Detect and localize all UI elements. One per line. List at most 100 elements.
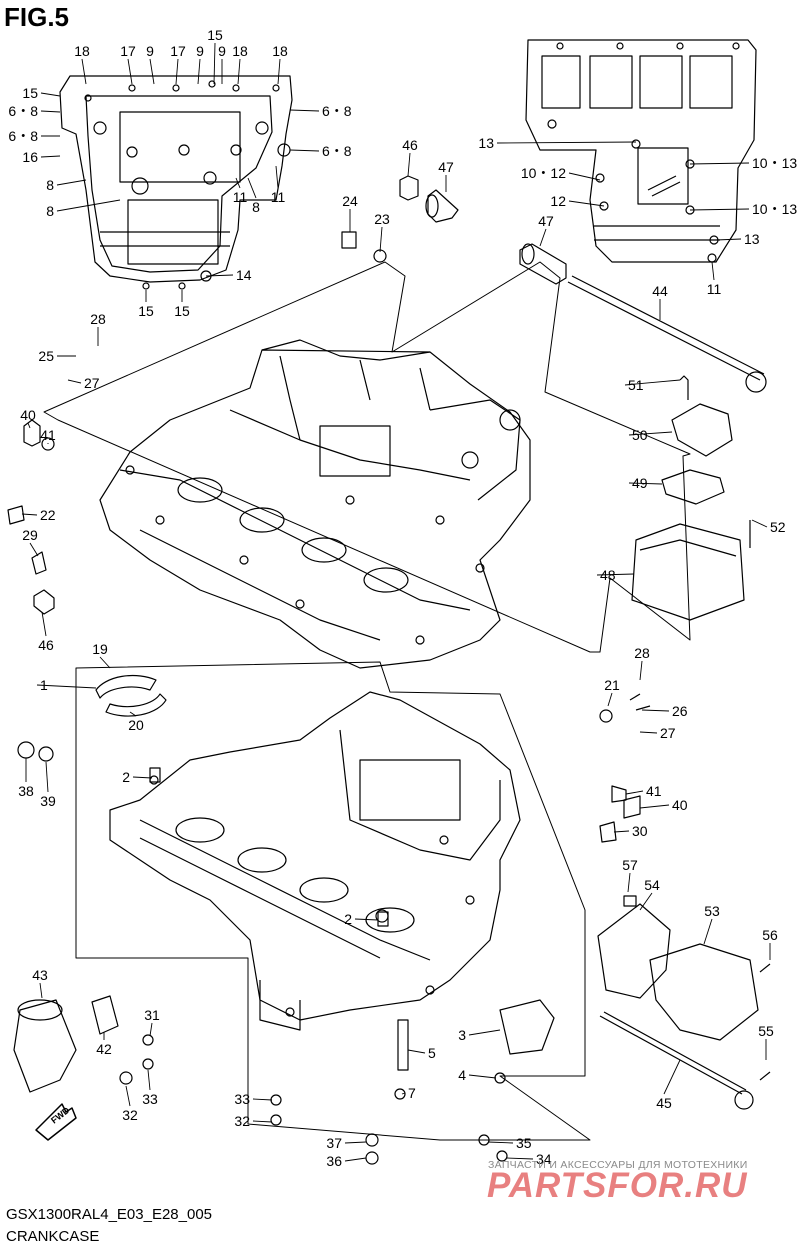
callout-label: 54 <box>644 877 660 893</box>
callout-leader-line <box>67 379 82 384</box>
callout-leader-line <box>628 431 673 436</box>
callout-label: 26 <box>672 703 688 719</box>
callout-label: 2 <box>344 911 352 927</box>
callout-label: 42 <box>96 1041 112 1057</box>
callout-label: 4 <box>458 1067 466 1083</box>
callout-leader-line <box>40 92 61 97</box>
callout-label: 18 <box>74 43 90 59</box>
callout-leader-line <box>354 918 379 921</box>
callout-label: 24 <box>342 193 358 209</box>
upper-frame <box>43 261 691 653</box>
callout-label: 53 <box>704 903 720 919</box>
callout-leader-line <box>663 1059 681 1095</box>
callout-leader-line <box>407 152 411 177</box>
upper-crankcase <box>99 339 531 669</box>
callout-label: 40 <box>672 797 688 813</box>
callout-leader-line <box>235 177 241 189</box>
callout-label: 35 <box>516 1135 532 1151</box>
callout-label: 44 <box>652 283 668 299</box>
lower-crankcase <box>109 691 521 1031</box>
callout-label: 18 <box>272 43 288 59</box>
callout-leader-line <box>39 982 43 999</box>
callout-label: 21 <box>604 677 620 693</box>
callout-leader-line <box>568 200 605 207</box>
callout-label: 17 <box>120 43 136 59</box>
callout-leader-line <box>624 379 681 386</box>
callout-leader-line <box>344 1141 367 1144</box>
callout-leader-line <box>252 1120 273 1123</box>
figure-title: FIG.5 <box>4 2 70 32</box>
callout-label: 47 <box>438 159 454 175</box>
callout-label: 45 <box>656 1095 672 1111</box>
callout-leader-line <box>715 238 742 241</box>
fwd-arrow-icon <box>35 1103 77 1141</box>
callout-label: 10・13 <box>752 155 797 171</box>
callout-label: 47 <box>538 213 554 229</box>
callout-leader-line <box>639 660 643 681</box>
callout-leader-line <box>711 261 715 281</box>
callout-label: 12 <box>550 193 566 209</box>
callout-leader-line <box>689 208 750 211</box>
callout-label: 46 <box>38 637 54 653</box>
callout-label: 55 <box>758 1023 774 1039</box>
callout-leader-line <box>29 542 39 557</box>
callout-label: 38 <box>18 783 34 799</box>
callout-label: 36 <box>326 1153 342 1169</box>
callout-label: 29 <box>22 527 38 543</box>
callout-label: 33 <box>142 1091 158 1107</box>
callout-leader-line <box>539 228 547 247</box>
callout-leader-line <box>213 42 216 85</box>
callout-leader-line <box>627 872 631 893</box>
callout-label: 23 <box>374 211 390 227</box>
callout-label: 50 <box>632 427 648 443</box>
callout-label: 28 <box>90 311 106 327</box>
callout-label: 15 <box>138 303 154 319</box>
callout-leader-line <box>237 58 241 85</box>
callout-label: 11 <box>233 189 248 205</box>
callout-leader-line <box>641 709 670 712</box>
callout-label: 19 <box>92 641 108 657</box>
callout-leader-line <box>401 1092 406 1095</box>
callout-label: 6・8 <box>8 103 38 119</box>
callout-label: 16 <box>22 149 38 165</box>
callout-leader-line <box>56 179 87 186</box>
callout-label: 13 <box>744 231 760 247</box>
callout-leader-line <box>99 656 111 669</box>
callout-leader-line <box>277 58 281 85</box>
callout-label: 18 <box>232 43 248 59</box>
callout-leader-line <box>132 776 153 779</box>
callout-leader-line <box>40 110 61 113</box>
callout-label: 22 <box>40 507 56 523</box>
callout-leader-line <box>289 149 320 152</box>
parts <box>7 175 771 1165</box>
callout-label: 10・13 <box>752 201 797 217</box>
callout-leader-line <box>40 155 61 158</box>
callout-label: 13 <box>478 135 494 151</box>
callout-label: 1 <box>40 677 48 693</box>
callout-label: 7 <box>408 1085 416 1101</box>
callout-leader-line <box>344 1157 367 1162</box>
callout-leader-line <box>21 513 38 516</box>
callout-leader-line <box>289 109 320 112</box>
callout-label: 6・8 <box>322 103 352 119</box>
callout-leader-line <box>487 1141 514 1144</box>
callout-leader-line <box>81 58 87 85</box>
callout-label: 31 <box>144 1007 160 1023</box>
callout-label: 39 <box>40 793 56 809</box>
watermark-tagline: ЗАПЧАСТИ И АКСЕССУАРЫ ДЛЯ МОТОТЕХНИКИ <box>488 1159 748 1171</box>
callout-label: 33 <box>234 1091 250 1107</box>
callout-leader-line <box>175 58 179 85</box>
callout-label: 8 <box>46 177 54 193</box>
callout-leader-line <box>45 761 49 793</box>
watermark-brand: PARTSFOR.RU <box>487 1166 748 1205</box>
callout-label: 43 <box>32 967 48 983</box>
callout-leader-line <box>197 58 201 85</box>
callout-label: 6・8 <box>8 128 38 144</box>
callout-leader-line <box>689 162 750 165</box>
callout-label: 10・12 <box>521 165 566 181</box>
callout-label: 46 <box>402 137 418 153</box>
lower-case-topview <box>525 39 757 263</box>
callout-label: 20 <box>128 717 144 733</box>
